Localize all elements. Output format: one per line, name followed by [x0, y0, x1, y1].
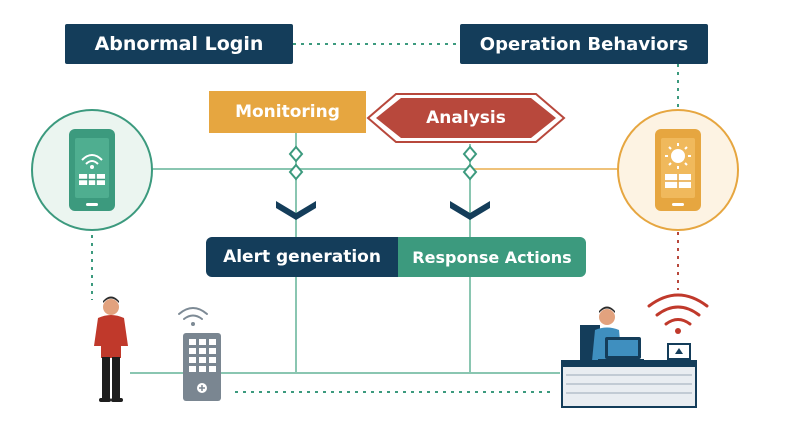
response-actions-label: Response Actions [412, 247, 572, 267]
operation-behaviors-label: Operation Behaviors [479, 33, 689, 55]
abnormal-login-label: Abnormal Login [94, 33, 264, 55]
alert-generation-label: Alert generation [223, 247, 381, 267]
phone-wifi-icon [31, 109, 153, 231]
diamond-node-icon [462, 145, 478, 181]
wifi-signal-red-icon [647, 293, 709, 334]
alert-generation-box: Alert generation [206, 237, 398, 277]
operation-behaviors-box: Operation Behaviors [460, 24, 708, 64]
hexagon-shape [366, 93, 566, 143]
monitoring-box: Monitoring [209, 91, 366, 133]
diamond-node-icon [288, 145, 304, 181]
wifi-icon [178, 307, 208, 326]
person-icon [94, 296, 128, 402]
abnormal-login-box: Abnormal Login [65, 24, 293, 64]
operator-at-desk-icon [561, 306, 697, 408]
small-monitor-icon [667, 343, 691, 360]
monitoring-label: Monitoring [235, 102, 340, 122]
keypad-device-icon [183, 333, 221, 401]
laptop-icon [598, 337, 644, 362]
analysis-hexagon: Analysis [366, 92, 566, 144]
analysis-label: Analysis [426, 108, 506, 128]
chevron-down-icon [276, 201, 316, 220]
phone-sun-icon [617, 109, 739, 231]
chevron-down-icon [450, 201, 490, 220]
response-actions-box: Response Actions [398, 237, 586, 277]
